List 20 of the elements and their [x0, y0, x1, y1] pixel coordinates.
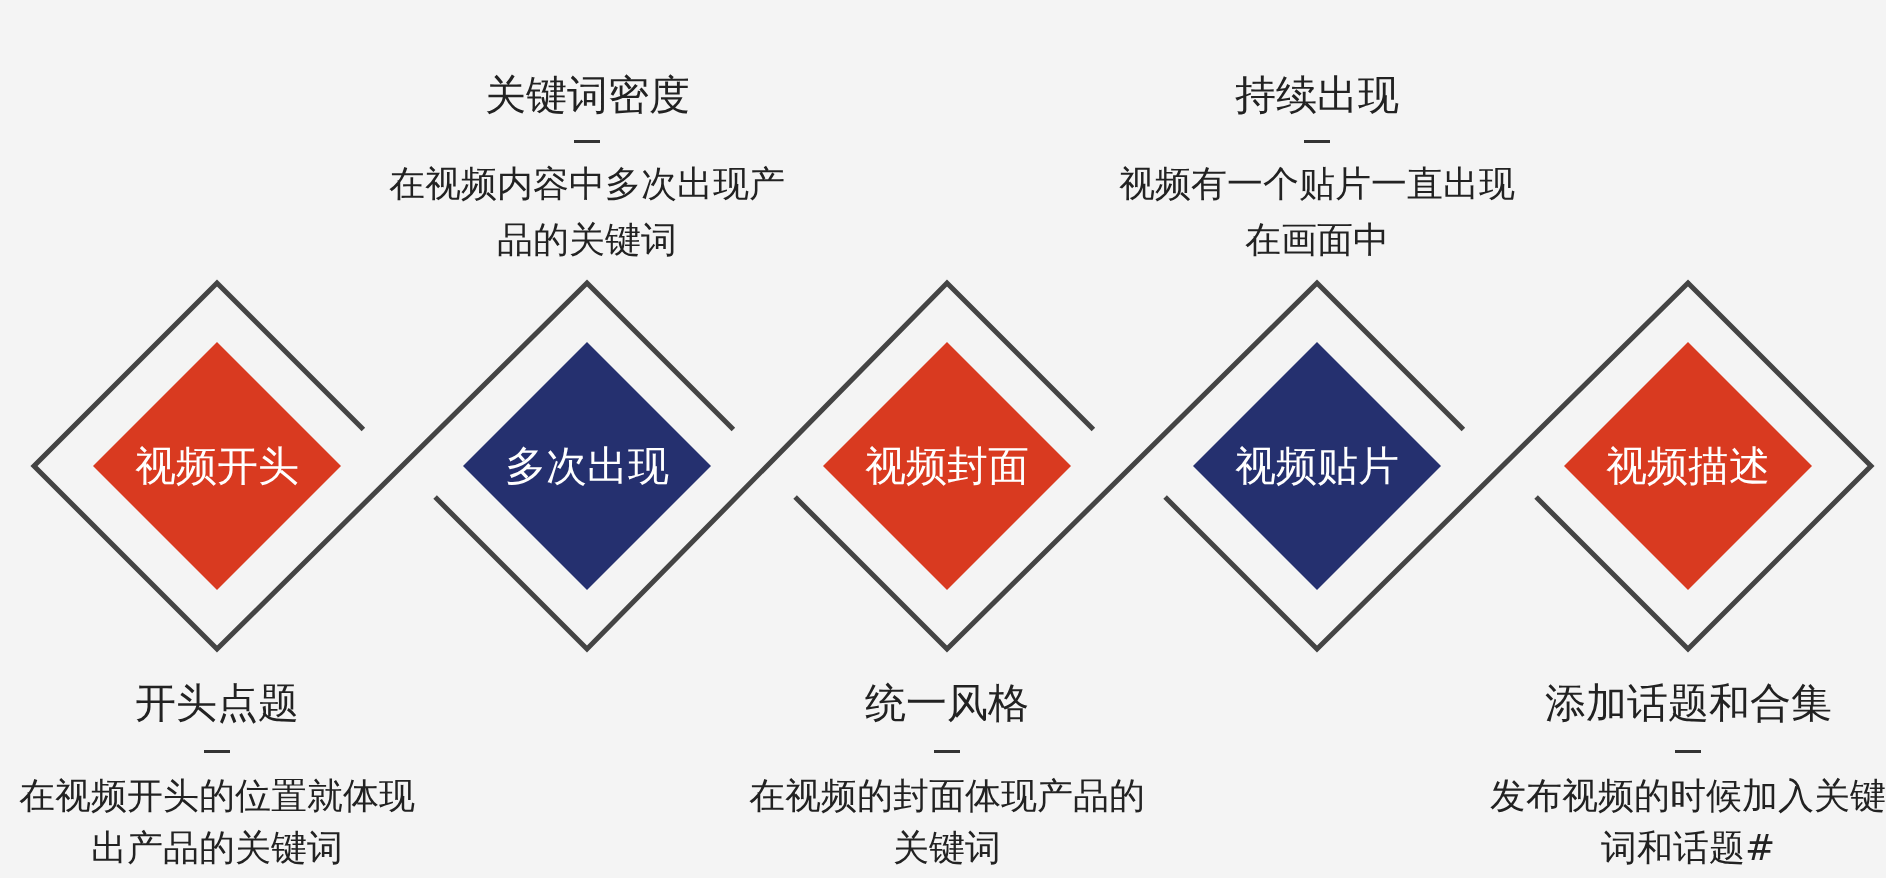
- diamond-label: 多次出现: [504, 440, 670, 492]
- step-description: 在视频开头的位置就体现出产品的关键词: [18, 774, 416, 870]
- diamond: [93, 342, 341, 590]
- step-heading: 统一风格: [864, 678, 1030, 728]
- diamond: [1564, 342, 1812, 590]
- step-description: 在视频的封面体现产品的关键词: [748, 774, 1146, 870]
- step-heading: 添加话题和合集: [1543, 678, 1833, 728]
- diamond-label: 视频描述: [1605, 440, 1771, 492]
- diamond: [463, 342, 711, 590]
- step-heading: 关键词密度: [483, 70, 691, 120]
- diamond: [823, 342, 1071, 590]
- step-heading: 开头点题: [134, 678, 300, 728]
- diamond-label: 视频开头: [134, 440, 300, 492]
- step-description: 发布视频的时候加入关键词和话题#: [1489, 774, 1886, 870]
- diamond-label: 视频封面: [864, 440, 1030, 492]
- step-description: 视频有一个贴片一直出现在画面中: [1118, 162, 1516, 262]
- step-description: 在视频内容中多次出现产品的关键词: [388, 162, 786, 262]
- step-heading: 持续出现: [1234, 70, 1400, 120]
- diamond: [1193, 342, 1441, 590]
- diamond-label: 视频贴片: [1234, 440, 1400, 492]
